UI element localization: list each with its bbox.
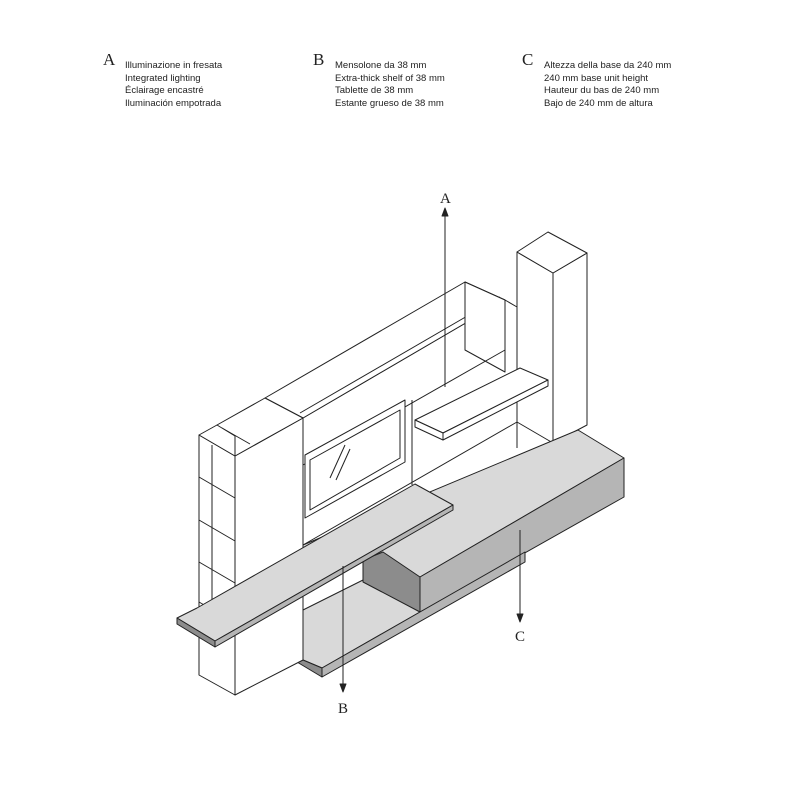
- callout-label-b: B: [338, 701, 348, 717]
- callout-c: C: [515, 530, 525, 645]
- desk-shelf: [176, 483, 454, 648]
- feature-line: Illuminazione in fresata: [125, 60, 223, 71]
- callout-label-c: C: [515, 629, 525, 645]
- callout-label-a: A: [440, 191, 451, 207]
- callout-b: B: [338, 566, 348, 717]
- feature-line: Tablette de 38 mm: [335, 85, 414, 96]
- callout-a: A: [440, 191, 451, 387]
- base-unit: [296, 429, 625, 678]
- wall-cabinet: [264, 281, 518, 546]
- feature-letter: A: [103, 50, 116, 69]
- feature-line: Hauteur du bas de 240 mm: [544, 85, 660, 96]
- feature-line: Bajo de 240 mm de altura: [544, 97, 653, 109]
- feature-line: Estante grueso de 38 mm: [335, 97, 444, 109]
- feature-letter: C: [522, 50, 534, 69]
- open-shelf-unit: [198, 424, 236, 696]
- feature-line: Éclairage encastré: [125, 85, 204, 96]
- feature-line: Altezza della base da 240 mm: [544, 60, 672, 71]
- feature-line: Extra-thick shelf of 38 mm: [335, 72, 445, 84]
- floating-shelf: [414, 367, 549, 441]
- feature-letter: B: [313, 50, 325, 69]
- feature-line: Mensolone da 38 mm: [335, 60, 427, 71]
- feature-line: 240 mm base unit height: [544, 72, 649, 84]
- feature-line: Iluminación empotrada: [125, 97, 222, 109]
- right-tall-column: [516, 231, 588, 444]
- feature-line: Integrated lighting: [125, 72, 201, 84]
